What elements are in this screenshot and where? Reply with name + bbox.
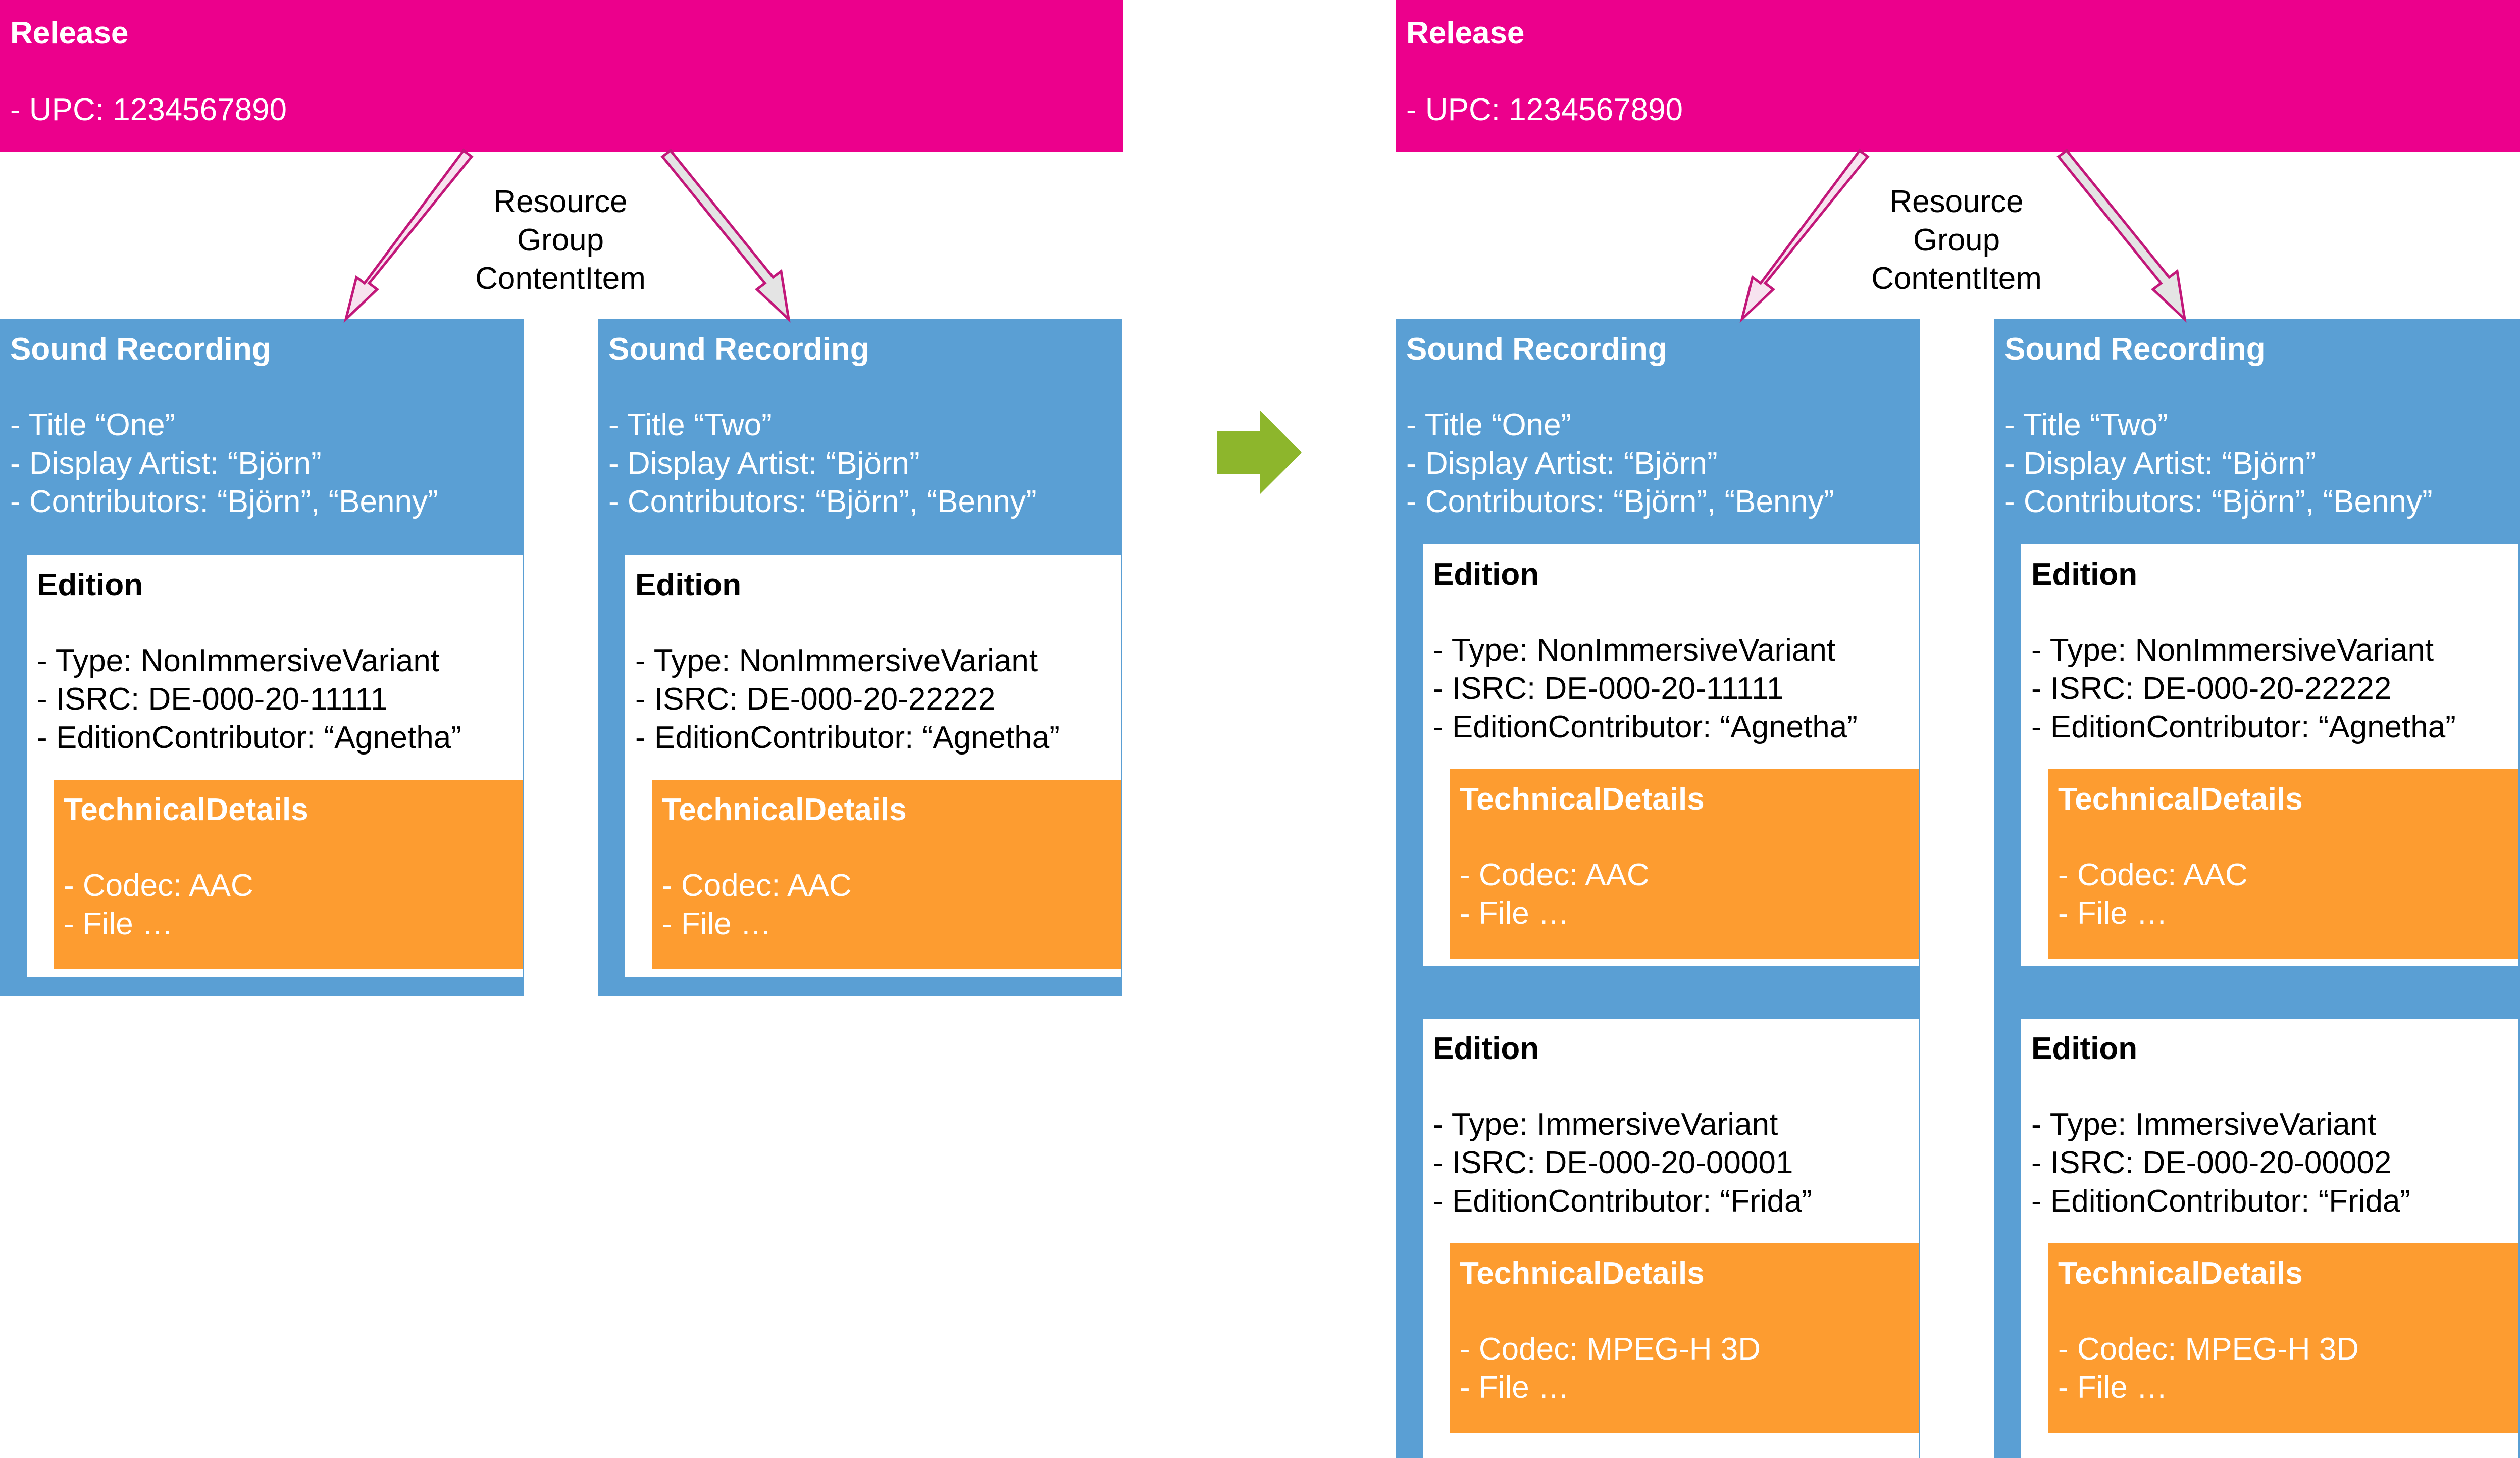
file-line: - File … [662,907,772,941]
technical-details-title: TechnicalDetails [64,792,308,827]
codec-line: - Codec: MPEG-H 3D [1460,1332,1761,1367]
recording-title-line: - Title “One” [10,408,176,442]
sound-recording-two-after: Sound Recording - Title “Two” - Display … [1994,319,2520,1458]
sound-recording-title: Sound Recording [1406,332,1667,367]
technical-details-box: TechnicalDetails - Codec: AAC - File … [652,780,1121,969]
edition-box: Edition - Type: NonImmersiveVariant - IS… [27,555,523,977]
sound-recording-one-before: Sound Recording - Title “One” - Display … [0,319,524,996]
edition-type-line: - Type: ImmersiveVariant [1433,1107,1778,1142]
hollow-arrow-icon [2056,148,2187,323]
release-title: Release [1406,16,1525,51]
technical-details-title: TechnicalDetails [2058,1256,2303,1291]
edition-type-line: - Type: NonImmersiveVariant [1433,633,1836,668]
technical-details-title: TechnicalDetails [1460,1256,1705,1291]
edition-isrc-line: - ISRC: DE-000-20-11111 [37,682,388,717]
release-title: Release [10,16,129,51]
technical-details-title: TechnicalDetails [1460,782,1705,817]
edition-isrc-line: - ISRC: DE-000-20-00002 [2031,1145,2392,1180]
edition-title: Edition [2031,1031,2138,1066]
edition-isrc-line: - ISRC: DE-000-20-22222 [635,682,996,717]
edition-contributor-line: - EditionContributor: “Agnetha” [1433,710,1858,744]
edition-contributor-line: - EditionContributor: “Agnetha” [2031,710,2456,744]
edition-title: Edition [635,568,742,602]
transition-arrow-icon [1217,411,1302,494]
display-artist-line: - Display Artist: “Björn” [2004,446,2316,481]
technical-details-title: TechnicalDetails [2058,782,2303,817]
codec-line: - Codec: AAC [1460,858,1650,892]
technical-details-box: TechnicalDetails - Codec: MPEG-H 3D - Fi… [2048,1243,2518,1433]
display-artist-line: - Display Artist: “Björn” [1406,446,1718,481]
edition-isrc-line: - ISRC: DE-000-20-00001 [1433,1145,1793,1180]
contributors-line: - Contributors: “Björn”, “Benny” [1406,484,1834,519]
hollow-arrow-icon [660,148,791,323]
edition-type-line: - Type: NonImmersiveVariant [2031,633,2434,668]
edition-type-line: - Type: NonImmersiveVariant [37,643,440,678]
codec-line: - Codec: MPEG-H 3D [2058,1332,2359,1367]
codec-line: - Codec: AAC [64,868,253,903]
file-line: - File … [64,907,173,941]
sound-recording-title: Sound Recording [10,332,271,367]
edition-box: Edition - Type: NonImmersiveVariant - IS… [1423,544,1919,966]
edition-title: Edition [1433,557,1539,592]
technical-details-title: TechnicalDetails [662,792,907,827]
codec-line: - Codec: AAC [662,868,852,903]
contributors-line: - Contributors: “Björn”, “Benny” [2004,484,2433,519]
edition-box: Edition - Type: NonImmersiveVariant - IS… [625,555,1121,977]
edition-isrc-line: - ISRC: DE-000-20-22222 [2031,671,2392,706]
technical-details-box: TechnicalDetails - Codec: AAC - File … [2048,769,2518,959]
hollow-arrow-icon [1739,148,1870,323]
release-box-after: Release - UPC: 1234567890 [1396,0,2520,152]
file-line: - File … [1460,1370,1569,1405]
contributors-line: - Contributors: “Björn”, “Benny” [10,484,438,519]
sound-recording-one-after: Sound Recording - Title “One” - Display … [1396,319,1920,1458]
display-artist-line: - Display Artist: “Björn” [608,446,920,481]
technical-details-box: TechnicalDetails - Codec: AAC - File … [1450,769,1919,959]
edition-box: Edition - Type: ImmersiveVariant - ISRC:… [1423,1019,1919,1458]
hollow-arrow-icon [343,148,474,323]
edition-isrc-line: - ISRC: DE-000-20-11111 [1433,671,1784,706]
edition-type-line: - Type: NonImmersiveVariant [635,643,1038,678]
edition-title: Edition [2031,557,2138,592]
edition-type-line: - Type: ImmersiveVariant [2031,1107,2377,1142]
release-upc: - UPC: 1234567890 [1406,92,1683,127]
edition-contributor-line: - EditionContributor: “Frida” [2031,1184,2411,1219]
display-artist-line: - Display Artist: “Björn” [10,446,322,481]
edition-box: Edition - Type: NonImmersiveVariant - IS… [2021,544,2518,966]
technical-details-box: TechnicalDetails - Codec: MPEG-H 3D - Fi… [1450,1243,1919,1433]
file-line: - File … [2058,1370,2168,1405]
relation-label-after: Resource Group ContentItem [1871,184,2042,296]
release-upc: - UPC: 1234567890 [10,92,287,127]
technical-details-box: TechnicalDetails - Codec: AAC - File … [54,780,523,969]
edition-box: Edition - Type: ImmersiveVariant - ISRC:… [2021,1019,2518,1458]
relation-label-before: Resource Group ContentItem [475,184,646,296]
edition-contributor-line: - EditionContributor: “Agnetha” [37,720,461,755]
contributors-line: - Contributors: “Björn”, “Benny” [608,484,1037,519]
edition-contributor-line: - EditionContributor: “Frida” [1433,1184,1813,1219]
recording-title-line: - Title “Two” [608,408,772,442]
recording-title-line: - Title “Two” [2004,408,2168,442]
recording-title-line: - Title “One” [1406,408,1572,442]
edition-title: Edition [37,568,143,602]
file-line: - File … [1460,896,1569,931]
codec-line: - Codec: AAC [2058,858,2248,892]
sound-recording-title: Sound Recording [2004,332,2266,367]
release-box-before: Release - UPC: 1234567890 [0,0,1123,152]
sound-recording-title: Sound Recording [608,332,869,367]
sound-recording-two-before: Sound Recording - Title “Two” - Display … [598,319,1122,996]
edition-title: Edition [1433,1031,1539,1066]
edition-contributor-line: - EditionContributor: “Agnetha” [635,720,1060,755]
file-line: - File … [2058,896,2168,931]
